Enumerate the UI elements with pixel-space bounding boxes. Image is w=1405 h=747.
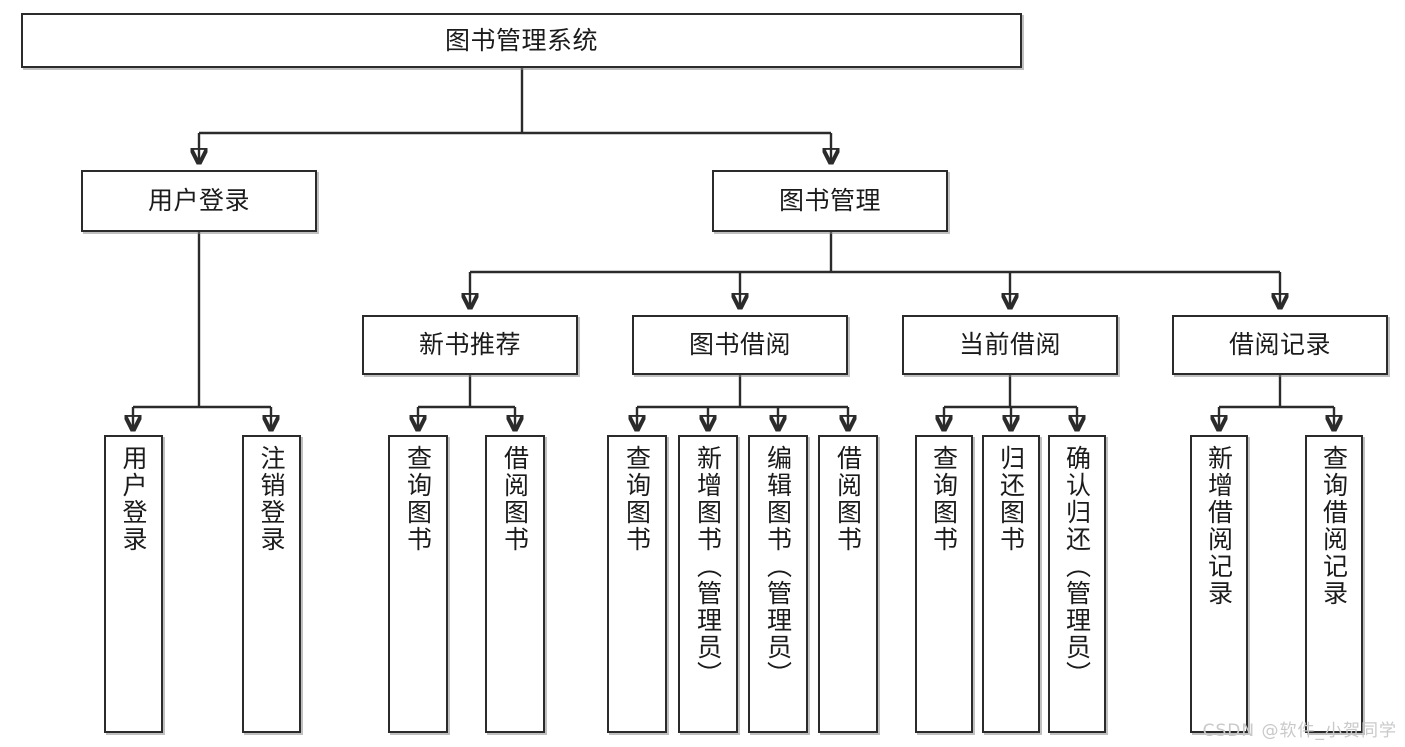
node-book-manage-label: 图书管理 — [778, 186, 881, 215]
node-new-book-recommend-label: 新书推荐 — [418, 330, 521, 359]
leaf-current-borrow-query[interactable]: 查询图书 — [915, 435, 973, 733]
leaf-book-borrow-edit[interactable]: 编辑图书（管理员） — [748, 435, 808, 733]
leaf-current-borrow-confirm[interactable]: 确认归还（管理员） — [1048, 435, 1106, 733]
leaf-user-login-login-label: 用户登录 — [119, 445, 148, 553]
leaf-current-borrow-return-label: 归还图书 — [996, 445, 1026, 553]
leaf-borrow-record-add[interactable]: 新增借阅记录 — [1190, 435, 1248, 733]
leaf-user-login-logout[interactable]: 注销登录 — [242, 435, 301, 733]
leaf-current-borrow-query-label: 查询图书 — [929, 445, 959, 553]
leaf-new-book-query-label: 查询图书 — [403, 445, 433, 553]
node-borrow-record-label: 借阅记录 — [1228, 330, 1331, 359]
leaf-new-book-borrow-label: 借阅图书 — [500, 445, 530, 553]
node-new-book-recommend[interactable]: 新书推荐 — [362, 315, 578, 375]
leaf-book-borrow-borrow-label: 借阅图书 — [833, 445, 863, 553]
leaf-borrow-record-query[interactable]: 查询借阅记录 — [1305, 435, 1363, 733]
watermark: CSDN @软件_小贺同学 — [1202, 721, 1397, 741]
leaf-book-borrow-query-label: 查询图书 — [622, 445, 652, 553]
leaf-borrow-record-query-label: 查询借阅记录 — [1319, 445, 1349, 607]
node-book-manage[interactable]: 图书管理 — [712, 170, 948, 232]
leaf-user-login-login[interactable]: 用户登录 — [104, 435, 163, 733]
node-user-login-label: 用户登录 — [147, 186, 250, 215]
node-root[interactable]: 图书管理系统 — [21, 13, 1022, 68]
leaf-user-login-logout-label: 注销登录 — [257, 445, 286, 553]
leaf-current-borrow-confirm-label: 确认归还（管理员） — [1062, 445, 1092, 688]
node-book-borrow[interactable]: 图书借阅 — [632, 315, 848, 375]
leaf-new-book-query[interactable]: 查询图书 — [388, 435, 448, 733]
leaf-book-borrow-add-label: 新增图书（管理员） — [693, 445, 723, 688]
leaf-book-borrow-add[interactable]: 新增图书（管理员） — [678, 435, 738, 733]
node-current-borrow-label: 当前借阅 — [958, 330, 1061, 359]
leaf-borrow-record-add-label: 新增借阅记录 — [1204, 445, 1234, 607]
leaf-current-borrow-return[interactable]: 归还图书 — [982, 435, 1040, 733]
node-borrow-record[interactable]: 借阅记录 — [1172, 315, 1388, 375]
leaf-book-borrow-edit-label: 编辑图书（管理员） — [763, 445, 793, 688]
leaf-book-borrow-query[interactable]: 查询图书 — [607, 435, 667, 733]
node-user-login[interactable]: 用户登录 — [81, 170, 317, 232]
leaf-book-borrow-borrow[interactable]: 借阅图书 — [818, 435, 878, 733]
leaf-new-book-borrow[interactable]: 借阅图书 — [485, 435, 545, 733]
node-current-borrow[interactable]: 当前借阅 — [902, 315, 1118, 375]
node-book-borrow-label: 图书借阅 — [688, 330, 791, 359]
node-root-label: 图书管理系统 — [444, 25, 598, 55]
